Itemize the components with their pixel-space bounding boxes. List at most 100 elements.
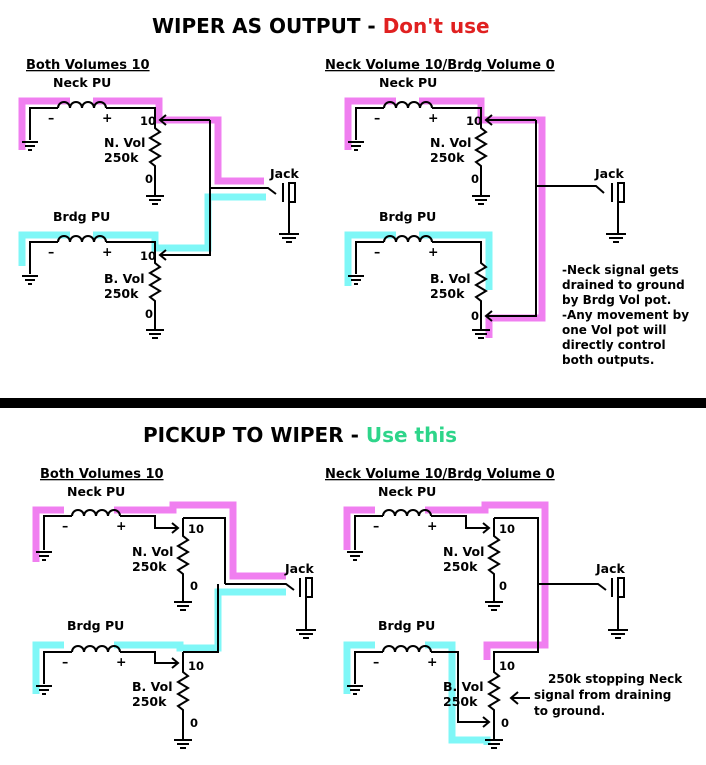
bridge-pu-minus: –: [373, 654, 379, 669]
neck-vol-label: N. Vol: [132, 544, 173, 559]
bottom-left-diagram: Both Volumes 10 Neck PU – + N. Vol 250k …: [32, 467, 316, 749]
ground-2: [146, 195, 164, 205]
bridge-wire: [43, 651, 180, 684]
jack-symbol: [225, 577, 313, 630]
neck-pu-minus: –: [62, 518, 68, 533]
bridge-vol-label: B. Vol: [132, 679, 173, 694]
note-line: directly control: [562, 338, 666, 352]
top-left-diagram: Both Volumes 10 Neck PU – + N. Vol 250k …: [18, 58, 299, 339]
jack-symbol: [209, 120, 296, 234]
neck-vol-label: N. Vol: [430, 135, 471, 150]
bridge-pu-label: Brdg PU: [379, 209, 436, 224]
bridge-signal-highlight: [344, 231, 493, 290]
bottom-left-subtitle: Both Volumes 10: [40, 467, 164, 482]
note-line: to ground.: [534, 704, 605, 718]
neck-pu-plus: +: [427, 518, 437, 533]
note-line: signal from draining: [534, 688, 671, 702]
note-line: 250k stopping Neck: [548, 672, 683, 686]
ground-5: [472, 329, 490, 339]
bottom-title-accent: Use this: [366, 423, 457, 447]
ground-3: [606, 233, 626, 243]
bridge-signal-highlight: [343, 641, 491, 745]
neck-pot-10: 10: [466, 114, 482, 128]
neck-signal-highlight: [32, 501, 286, 580]
bottom-title-main: PICKUP TO WIPER -: [143, 423, 366, 447]
ground-3: [296, 629, 316, 639]
neck-wire: [29, 107, 156, 140]
arrow-icon: [509, 691, 530, 705]
neck-pu-label: Neck PU: [53, 75, 111, 90]
neck-vol-ohm: 250k: [443, 559, 478, 574]
bridge-pu-plus: +: [116, 654, 126, 669]
neck-wire: [354, 515, 491, 550]
bridge-pot-resistor: [487, 584, 539, 740]
bridge-pu-label: Brdg PU: [53, 209, 110, 224]
bridge-pu-plus: +: [102, 244, 112, 259]
neck-pot-wiper: [484, 114, 536, 126]
neck-pot-0: 0: [499, 579, 507, 593]
bridge-pot-0: 0: [145, 307, 153, 321]
bridge-pu-coil: [383, 235, 433, 243]
neck-pot-0: 0: [190, 579, 198, 593]
bottom-right-diagram: Neck Volume 10/Brdg Volume 0 Neck PU – +…: [325, 467, 683, 749]
ground-1: [36, 551, 52, 561]
neck-vol-label: N. Vol: [104, 135, 145, 150]
ground-4: [22, 275, 38, 285]
bridge-pot-resistor: [176, 584, 219, 740]
jack-label: Jack: [284, 561, 314, 576]
bridge-pu-minus: –: [62, 654, 68, 669]
bridge-pot-10: 10: [140, 249, 156, 263]
neck-pot-wiper: [171, 522, 180, 534]
neck-wire: [43, 515, 178, 550]
ground-4: [347, 685, 363, 695]
note-line: -Any movement by: [562, 308, 689, 322]
bridge-pot-0: 0: [501, 716, 509, 730]
section-divider: [0, 398, 706, 408]
neck-pu-minus: –: [374, 110, 380, 125]
neck-signal-highlight: [343, 501, 549, 660]
bridge-signal-highlight: [18, 193, 266, 266]
bridge-vol-ohm: 250k: [443, 694, 478, 709]
neck-pu-coil: [71, 509, 121, 517]
bottom-title: PICKUP TO WIPER - Use this: [143, 423, 457, 447]
neck-pu-coil: [382, 509, 432, 517]
neck-pu-label: Neck PU: [379, 75, 437, 90]
neck-vol-label: N. Vol: [443, 544, 484, 559]
neck-pu-plus: +: [102, 110, 112, 125]
bridge-pu-plus: +: [428, 244, 438, 259]
bridge-pu-plus: +: [427, 654, 437, 669]
ground-4: [348, 275, 364, 285]
neck-pu-minus: –: [48, 110, 54, 125]
bridge-vol-ohm: 250k: [132, 694, 167, 709]
neck-pu-plus: +: [428, 110, 438, 125]
note-line: one Vol pot will: [562, 323, 666, 337]
ground-5: [485, 739, 503, 749]
bridge-signal-highlight: [32, 588, 286, 694]
neck-pu-label: Neck PU: [67, 484, 125, 499]
bridge-pot-0: 0: [471, 309, 479, 323]
top-title: WIPER AS OUTPUT - Don't use: [152, 14, 490, 38]
neck-pu-label: Neck PU: [378, 484, 436, 499]
neck-pot-resistor: [474, 120, 488, 196]
ground-1: [22, 141, 38, 151]
bridge-pot-resistor: [148, 255, 162, 330]
jack-symbol: [538, 577, 625, 630]
neck-pot-resistor: [148, 120, 162, 196]
neck-pot-10: 10: [188, 522, 204, 536]
neck-pot-wiper: [158, 114, 210, 126]
jack-label: Jack: [595, 561, 625, 576]
jack-label: Jack: [594, 166, 624, 181]
neck-wire: [355, 107, 482, 140]
ground-2: [174, 601, 192, 611]
neck-pot-10: 10: [140, 114, 156, 128]
bridge-wire: [29, 241, 156, 274]
neck-pot-10: 10: [499, 522, 515, 536]
note-line: -Neck signal gets: [562, 263, 679, 277]
neck-pu-plus: +: [116, 518, 126, 533]
neck-pot-resistor: [487, 517, 539, 602]
note-line: by Brdg Vol pot.: [562, 293, 671, 307]
bridge-pot-10: 10: [188, 659, 204, 673]
top-title-accent: Don't use: [383, 14, 490, 38]
neck-vol-ohm: 250k: [430, 150, 465, 165]
